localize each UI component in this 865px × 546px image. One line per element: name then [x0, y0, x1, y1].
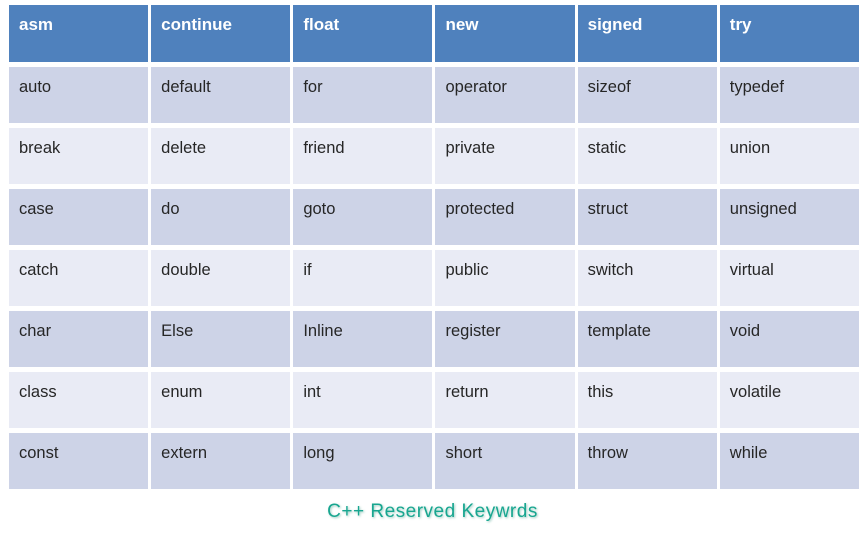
keyword-cell: switch: [577, 250, 717, 306]
keyword-cell: unsigned: [719, 189, 859, 245]
keyword-cell: for: [293, 67, 433, 123]
table-caption: C++ Reserved Keywrds: [327, 501, 538, 522]
keyword-cell: delete: [151, 128, 291, 184]
keyword-cell: static: [577, 128, 717, 184]
keyword-cell: default: [151, 67, 291, 123]
keyword-cell: auto: [9, 67, 149, 123]
keyword-cell: template: [577, 311, 717, 367]
header-cell: signed: [577, 5, 717, 62]
keyword-cell: extern: [151, 433, 291, 489]
keyword-cell: throw: [577, 433, 717, 489]
keyword-cell: sizeof: [577, 67, 717, 123]
keyword-cell: volatile: [719, 372, 859, 428]
keyword-cell: double: [151, 250, 291, 306]
keyword-cell: long: [293, 433, 433, 489]
keyword-cell: private: [435, 128, 575, 184]
keyword-cell: typedef: [719, 67, 859, 123]
keyword-cell: void: [719, 311, 859, 367]
keyword-cell: int: [293, 372, 433, 428]
keyword-cell: goto: [293, 189, 433, 245]
keyword-cell: char: [9, 311, 149, 367]
keyword-cell: case: [9, 189, 149, 245]
keyword-cell: this: [577, 372, 717, 428]
keyword-cell: friend: [293, 128, 433, 184]
keyword-cell: short: [435, 433, 575, 489]
keyword-cell: do: [151, 189, 291, 245]
keyword-cell: enum: [151, 372, 291, 428]
keyword-cell: const: [9, 433, 149, 489]
keyword-cell: virtual: [719, 250, 859, 306]
keyword-cell: operator: [435, 67, 575, 123]
header-cell: continue: [151, 5, 291, 62]
header-cell: new: [435, 5, 575, 62]
keyword-cell: protected: [435, 189, 575, 245]
keyword-cell: class: [9, 372, 149, 428]
keyword-cell: return: [435, 372, 575, 428]
keyword-cell: register: [435, 311, 575, 367]
header-cell: asm: [9, 5, 149, 62]
keyword-cell: while: [719, 433, 859, 489]
keyword-cell: catch: [9, 250, 149, 306]
keyword-cell: Inline: [293, 311, 433, 367]
keyword-cell: if: [293, 250, 433, 306]
keyword-cell: break: [9, 128, 149, 184]
header-cell: try: [719, 5, 859, 62]
keyword-cell: public: [435, 250, 575, 306]
keyword-cell: Else: [151, 311, 291, 367]
keyword-cell: struct: [577, 189, 717, 245]
header-cell: float: [293, 5, 433, 62]
keyword-cell: union: [719, 128, 859, 184]
